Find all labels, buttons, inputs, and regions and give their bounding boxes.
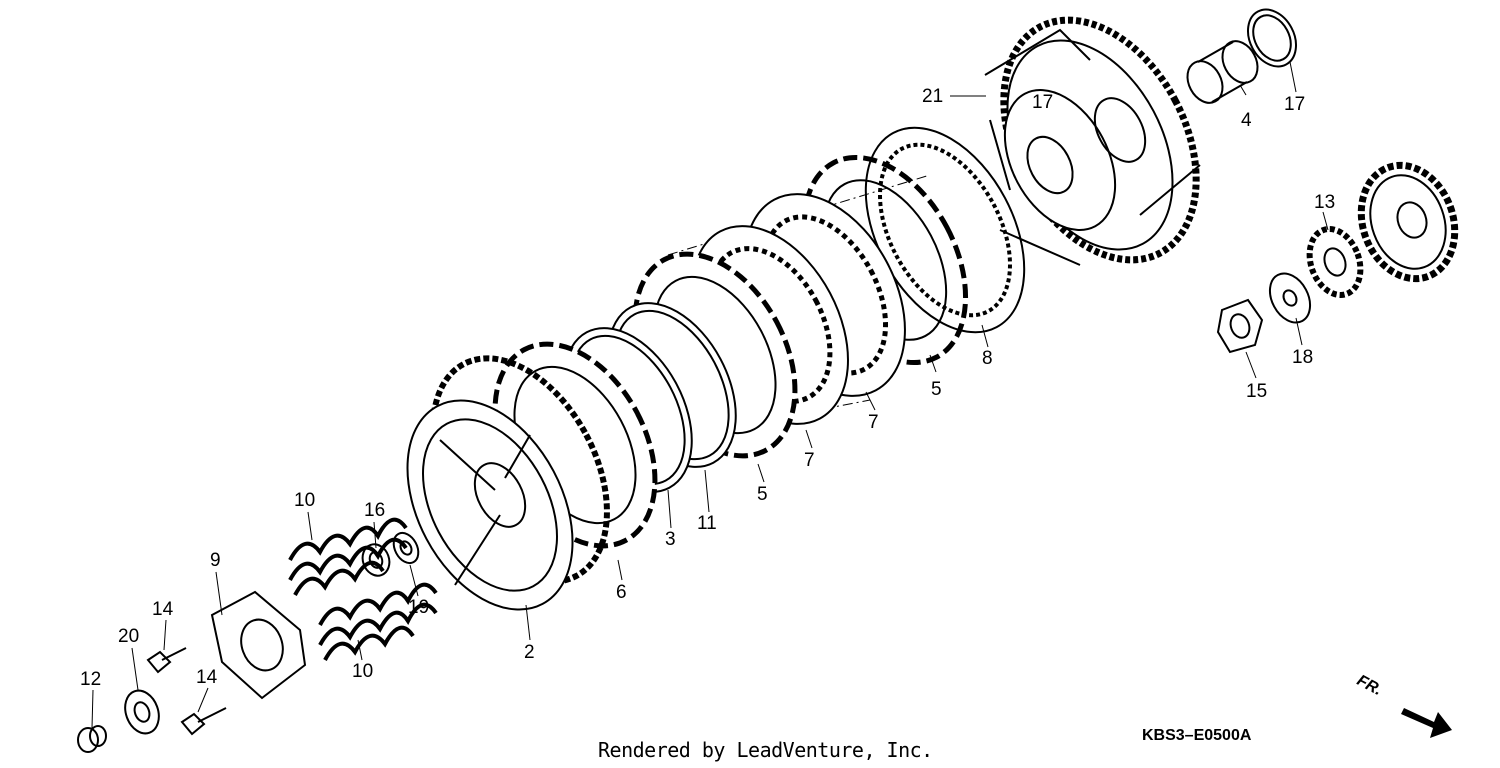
front-direction-arrow — [1401, 708, 1452, 738]
callout-4: 4 — [1241, 110, 1252, 131]
clutch-outer-collar — [1186, 40, 1259, 104]
callout-19: 19 — [408, 597, 430, 618]
callout-20: 20 — [118, 626, 140, 647]
thrust-washer-right — [1247, 8, 1297, 68]
render-credit: Rendered by LeadVenture, Inc. — [598, 738, 933, 762]
callout-14-lower: 14 — [196, 667, 218, 688]
callout-10-lower: 10 — [352, 661, 374, 682]
callout-21: 21 — [922, 86, 944, 107]
washer-19 — [392, 531, 420, 565]
bolt-14-upper — [146, 647, 187, 674]
callout-7-upper: 7 — [868, 412, 879, 433]
lifter-piece-16 — [361, 543, 391, 577]
callout-16: 16 — [364, 500, 386, 521]
clutch-spring-upper — [288, 517, 408, 596]
callout-3: 3 — [665, 529, 676, 550]
callout-10-upper: 10 — [294, 490, 316, 511]
diagram-code: KBS3–E0500A — [1142, 727, 1252, 744]
callout-5-upper: 5 — [931, 379, 942, 400]
callout-13: 13 — [1314, 192, 1336, 213]
callout-5-lower: 5 — [757, 484, 768, 505]
callout-15: 15 — [1246, 381, 1268, 402]
lifter-rod-12 — [77, 725, 107, 753]
lock-nut-15 — [1216, 298, 1264, 354]
primary-drive-gear — [1357, 161, 1459, 283]
callout-7-lower: 7 — [804, 450, 815, 471]
bearing-20 — [124, 689, 160, 735]
clutch-center-2 — [406, 355, 610, 611]
callout-12: 12 — [80, 669, 102, 690]
clutch-outer-basket — [984, 16, 1201, 266]
callout-11: 11 — [697, 513, 717, 534]
oil-pump-drive-gear-13 — [1306, 226, 1364, 298]
callout-9: 9 — [210, 550, 221, 571]
callout-18: 18 — [1292, 347, 1314, 368]
callout-2: 2 — [524, 642, 535, 663]
washer-18 — [1268, 272, 1312, 324]
bolt-14-lower — [180, 707, 227, 736]
callout-17-washer: 17 — [1284, 94, 1306, 115]
lifter-plate-9 — [210, 590, 307, 700]
callout-17-basket: 17 — [1032, 92, 1054, 113]
clutch-spring-lower — [318, 582, 438, 661]
leader-lines — [91, 61, 1329, 729]
callout-6: 6 — [616, 582, 627, 603]
callout-14-upper: 14 — [152, 599, 174, 620]
callout-8: 8 — [982, 348, 993, 369]
